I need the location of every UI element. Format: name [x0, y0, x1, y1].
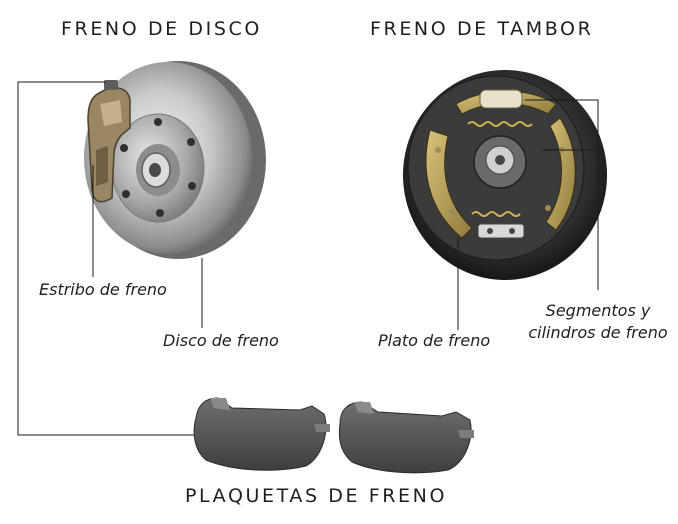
brake-pad-left [193, 397, 330, 471]
disc-brake-title: FRENO DE DISCO [61, 18, 262, 40]
shoes-callout-line [525, 99, 599, 290]
shoes-cylinders-label: Segmentos y cilindros de freno [518, 300, 678, 344]
shoes-cylinders-label-line1: Segmentos y [545, 301, 651, 320]
left-brake-shoe [425, 129, 473, 239]
caliper-label: Estribo de freno [39, 280, 167, 299]
shoes-cylinders-label-line2: cilindros de freno [528, 323, 668, 342]
backing-plate-label: Plato de freno [378, 331, 491, 350]
lug-holes [120, 118, 196, 217]
callout-lines [17, 81, 599, 436]
brake-pads-title: PLAQUETAS DE FRENO [185, 485, 448, 507]
disc-brake-image [84, 61, 266, 259]
brake-pad-right [338, 401, 474, 474]
drum-brake-image [403, 70, 607, 280]
brake-spring [467, 121, 533, 127]
drum-brake-title: FRENO DE TAMBOR [370, 18, 594, 40]
disc-label: Disco de freno [163, 331, 279, 350]
pads-callout-line [17, 81, 194, 436]
brake-pads-image [193, 397, 474, 474]
wheel-cylinder [479, 89, 523, 109]
